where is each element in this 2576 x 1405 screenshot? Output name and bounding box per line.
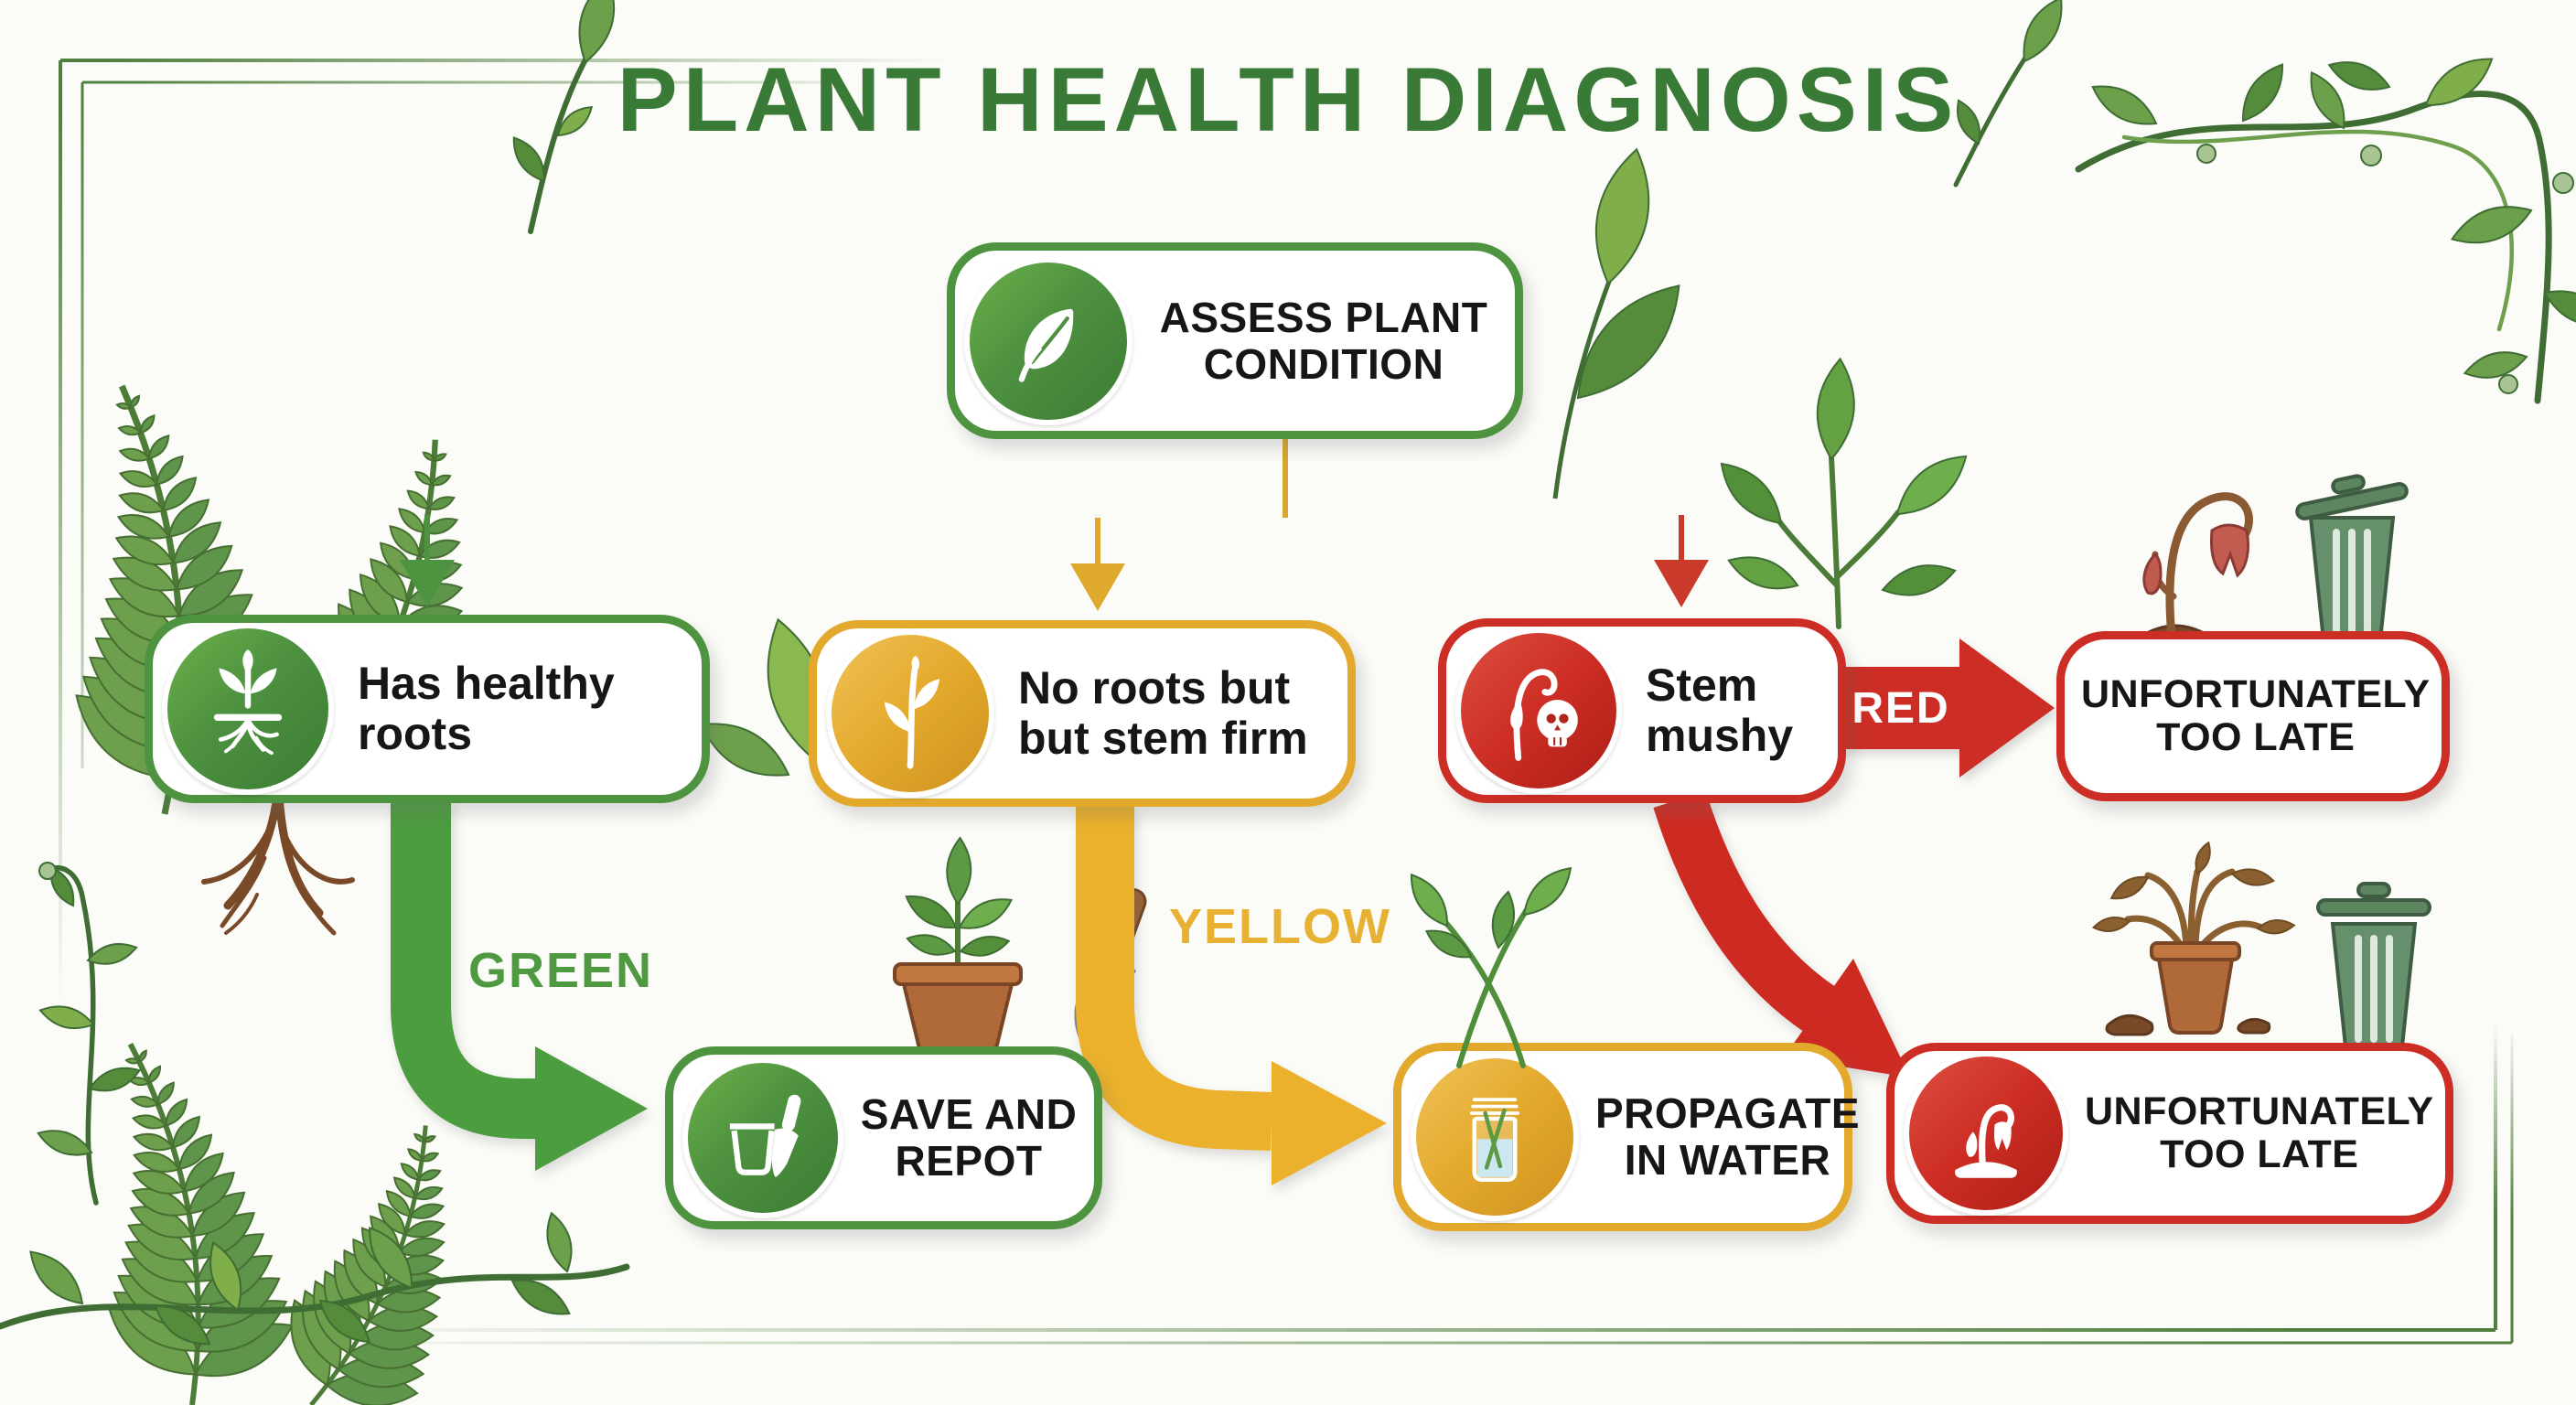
page-title: PLANT HEALTH DIAGNOSIS [617, 48, 1959, 150]
jar-cuttings-icon [1411, 1053, 1579, 1221]
skull-wilted-stem-icon [1455, 627, 1622, 794]
red-label: RED [1852, 683, 1950, 733]
red-branch-label-arrow: RED [1841, 638, 2056, 778]
wilted-flower-icon [1904, 1051, 2068, 1216]
yellow-branch-arrowhead [1070, 563, 1125, 611]
yellow-branch-label: YELLOW [1169, 899, 1391, 954]
pot-trowel-icon [682, 1057, 843, 1218]
red-arrowhead [1959, 638, 2055, 778]
decision-tree-lines [400, 439, 1709, 611]
red-branch-arrowhead [1654, 560, 1709, 607]
yellow-curved-arrow [1076, 803, 1387, 1185]
green-branch-label: GREEN [468, 943, 654, 998]
red-curved-arrow [1653, 790, 1910, 1078]
leaf-icon [964, 256, 1132, 425]
plant-roots-icon [162, 623, 334, 795]
green-curved-arrow [391, 799, 648, 1171]
sprout-icon [826, 629, 994, 798]
green-branch-arrowhead [400, 560, 455, 607]
